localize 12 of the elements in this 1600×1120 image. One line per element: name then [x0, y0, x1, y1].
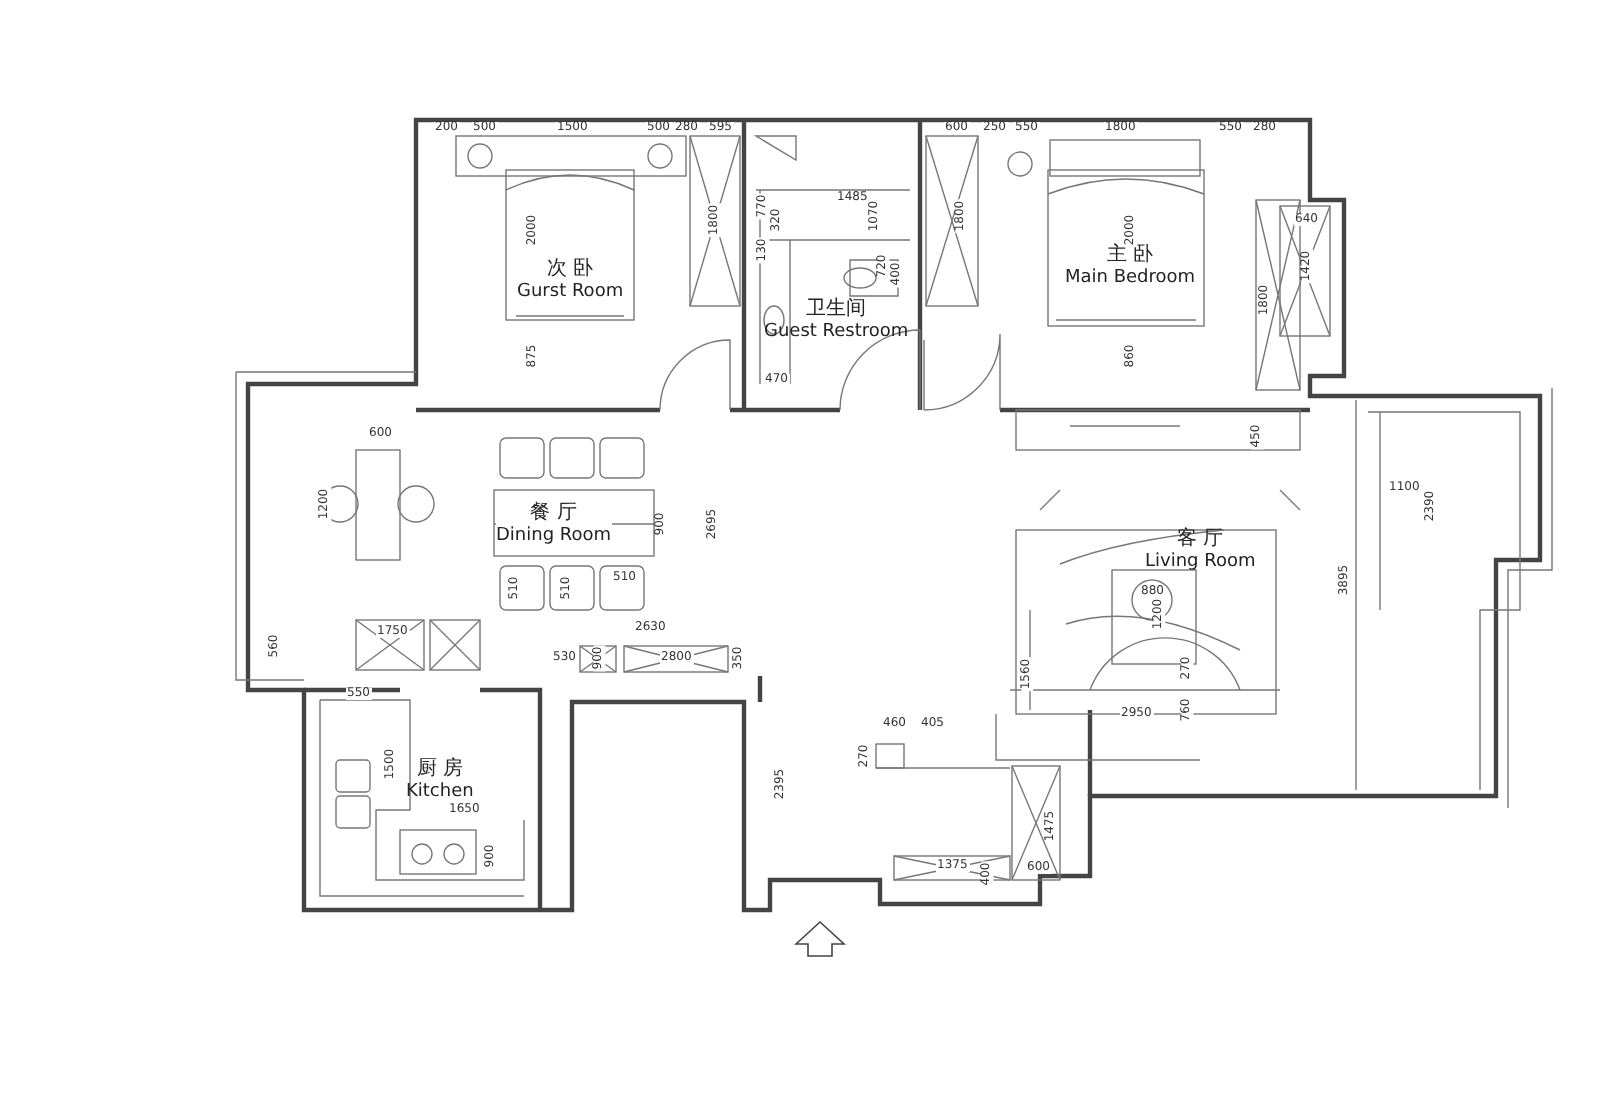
- room-caption: Kitchen: [406, 781, 474, 802]
- room-name: 餐 厅: [496, 502, 612, 525]
- room-caption: Guest Restroom: [764, 321, 909, 342]
- room-name: 厨 房: [414, 758, 465, 781]
- room-caption: Main Bedroom: [1065, 267, 1196, 288]
- room-name: 客 厅: [1175, 528, 1226, 551]
- room-caption: Dining Room: [496, 525, 612, 546]
- room-caption: Gurst Room: [517, 281, 624, 302]
- room-name: 主 卧: [1104, 244, 1156, 267]
- room-name: 卫生间: [804, 298, 869, 321]
- room-name: 次 卧: [544, 258, 596, 281]
- room-caption: Living Room: [1145, 551, 1256, 572]
